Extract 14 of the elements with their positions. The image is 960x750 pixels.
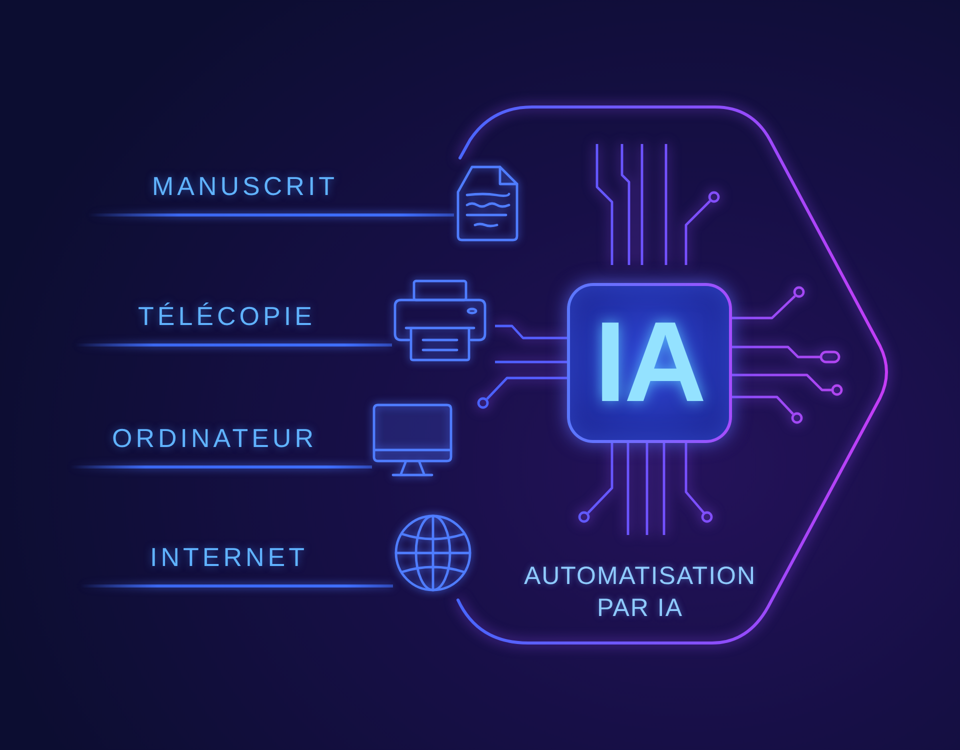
- source-label: MANUSCRIT: [152, 173, 338, 199]
- automation-label: AUTOMATISATION PAR IA: [522, 561, 758, 624]
- source-label: INTERNET: [150, 544, 308, 570]
- printer-icon: [392, 278, 488, 363]
- connector-line: [80, 584, 393, 588]
- connector-line: [88, 214, 454, 216]
- monitor-icon: [372, 403, 453, 477]
- globe-icon: [393, 513, 473, 593]
- source-label: ORDINATEUR: [112, 425, 317, 451]
- document-icon: [454, 164, 520, 242]
- processor-chip: IA: [567, 283, 732, 443]
- connector-line: [70, 466, 372, 468]
- source-label: TÉLÉCOPIE: [138, 303, 316, 329]
- connector-line: [75, 344, 392, 346]
